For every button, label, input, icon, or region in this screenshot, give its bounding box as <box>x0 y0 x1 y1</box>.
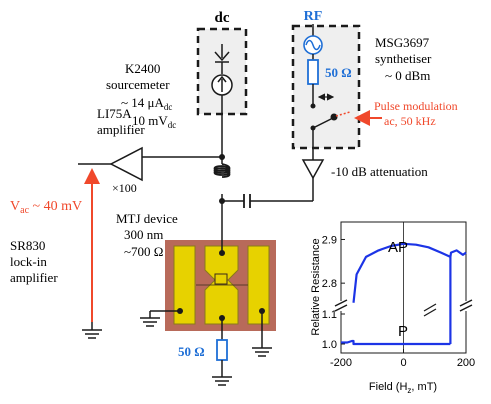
rf-synthesiser-box <box>291 24 361 150</box>
capacitor-icon <box>243 194 251 208</box>
right-electrode <box>247 245 270 325</box>
bottom-resistor-icon <box>216 339 228 361</box>
pulse-modulation-label: Pulse modulation ac, 50 kHz <box>374 99 461 128</box>
bottom-ground-icon <box>212 376 232 386</box>
power-label: ~ 0 dBm <box>385 68 430 83</box>
lockin-label: SR830 lock-in amplifier <box>10 238 58 285</box>
rf-resistor-icon <box>307 59 319 85</box>
hysteresis-series-1 <box>341 339 451 346</box>
dc-label: dc <box>215 10 230 26</box>
left-ground-icon <box>140 317 160 327</box>
right-ground-icon <box>252 347 272 357</box>
amplifier-label: LI75A amplifier <box>97 106 145 137</box>
left-electrode <box>173 245 196 325</box>
synthesiser-label: MSG3697 synthetiser <box>375 35 432 66</box>
current-source-icon <box>211 74 233 96</box>
x-tick-label: 200 <box>457 357 475 369</box>
current-label: ~ 14 μAdc <box>121 95 172 112</box>
p-annotation: P <box>398 323 408 340</box>
ac-source-icon <box>303 35 323 55</box>
modulation-switch-icon <box>310 93 351 131</box>
x-axis-label: Field (Hz, mT) <box>369 381 437 395</box>
rf-label: RF <box>304 9 323 24</box>
y-tick-label: 1.1 <box>322 309 337 321</box>
y-tick-label: 1.0 <box>322 339 337 351</box>
axis-break-right-icon <box>459 299 473 312</box>
junction-marker <box>214 273 228 285</box>
y-axis-label: Relative Resistance <box>310 238 322 335</box>
bottom-resistor-label: 50 Ω <box>178 344 205 359</box>
curve-break-icon <box>423 303 437 317</box>
mtj-label: MTJ device 300 nm ~700 Ω <box>116 211 181 259</box>
dc-input-arrow-icon <box>214 51 230 62</box>
ap-annotation: AP <box>388 239 408 256</box>
gain-label: ×100 <box>112 181 137 195</box>
y-tick-label: 2.9 <box>322 234 337 246</box>
x-tick-label: 0 <box>400 357 406 369</box>
chart-ticks: -200 0 200 2.9 2.8 1.1 1.0 <box>322 234 475 369</box>
x-tick-label: -200 <box>330 357 352 369</box>
inductor-icon <box>212 163 232 194</box>
sourcemeter-label: K2400 sourcemeter <box>106 61 170 92</box>
attenuation-label: -10 dB attenuation <box>331 164 428 179</box>
attenuator-icon <box>301 159 325 180</box>
probe-top <box>219 250 225 256</box>
resistance-chart: -200 0 200 2.9 2.8 1.1 1.0 AP P Relative Resis… <box>310 221 475 395</box>
axis-break-left-icon <box>334 299 348 312</box>
rf-resistor-label: 50 Ω <box>325 65 352 80</box>
hysteresis-series-0 <box>352 242 467 303</box>
y-tick-label: 2.8 <box>322 278 337 290</box>
chart-series <box>341 242 467 346</box>
vac-label: Vac ~ 40 mV <box>10 199 82 216</box>
voltage-label: 10 mVdc <box>132 113 176 130</box>
amplifier-icon <box>109 146 143 182</box>
lockin-ground-icon <box>82 329 102 339</box>
